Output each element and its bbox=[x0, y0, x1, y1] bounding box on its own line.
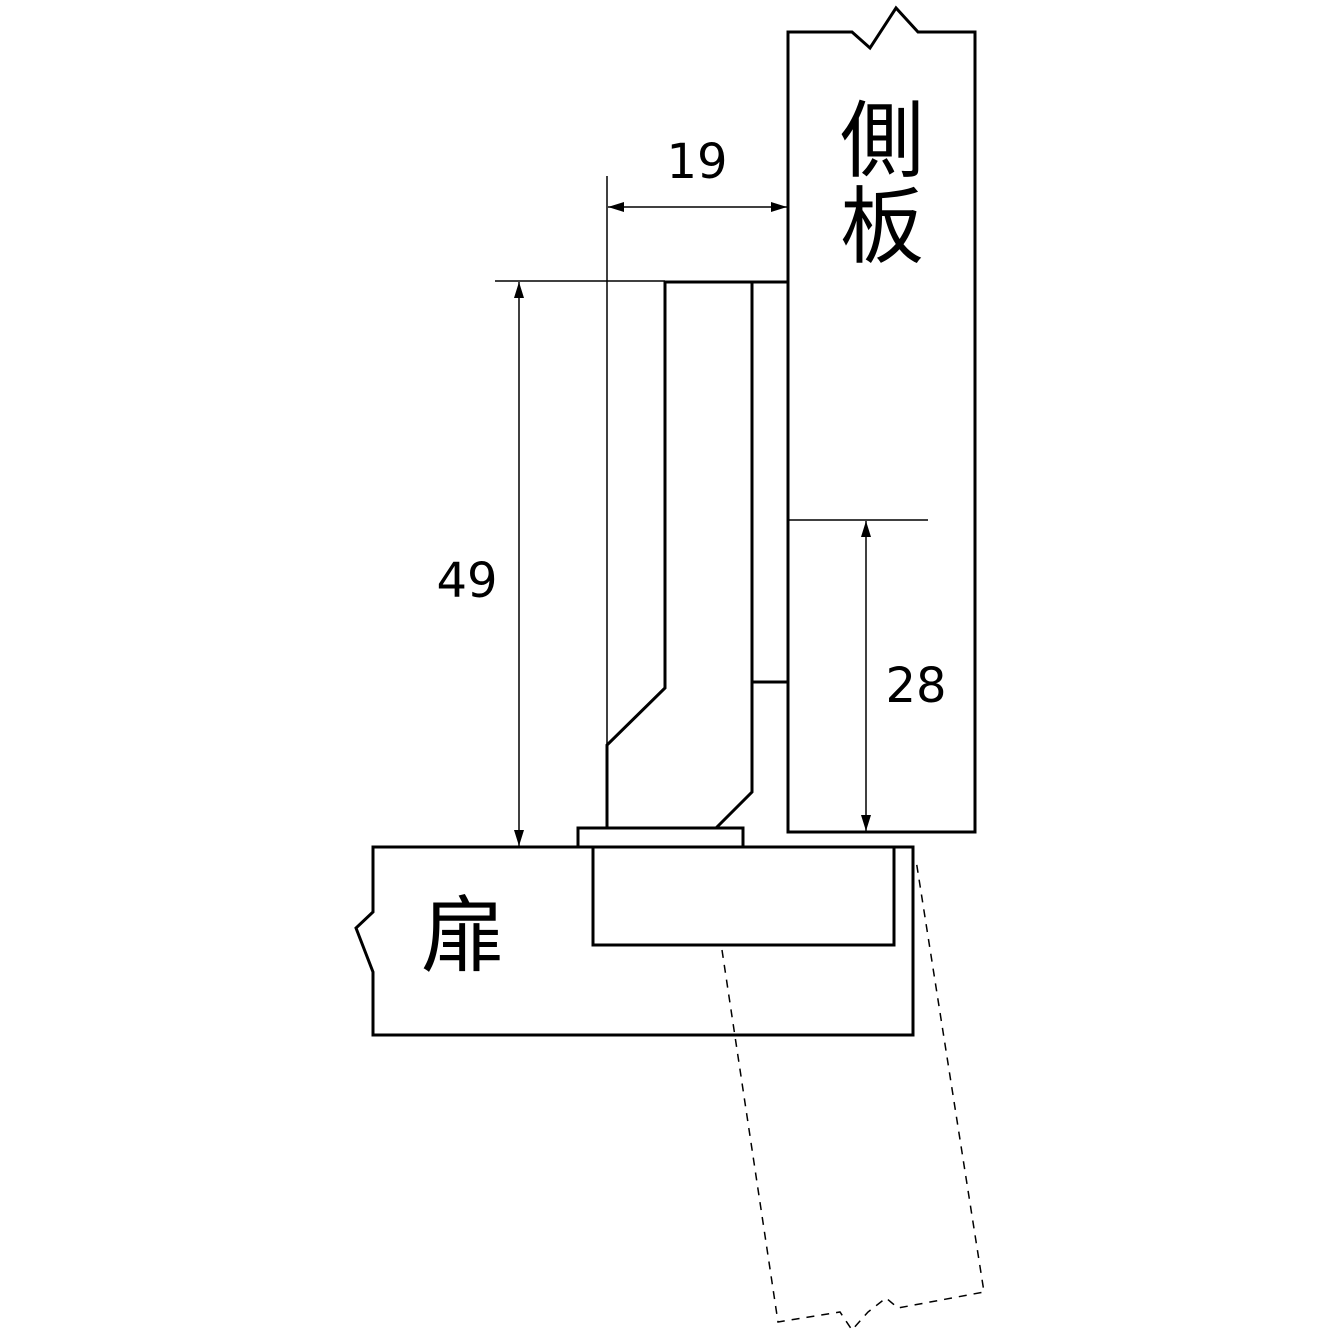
hinge-cup bbox=[591, 845, 896, 947]
dim-28-arrow-top bbox=[861, 521, 871, 537]
side-panel bbox=[786, 5, 977, 834]
dim-28-label: 28 bbox=[885, 658, 946, 714]
dim-49-arrow-top bbox=[514, 282, 524, 298]
door-label: 扉 bbox=[421, 887, 505, 985]
open-door-outline bbox=[721, 859, 985, 1332]
side-panel-label-2: 板 bbox=[840, 178, 924, 276]
door bbox=[354, 845, 915, 1037]
dim-19-label: 19 bbox=[666, 134, 727, 190]
dim-49-arrow-bottom bbox=[514, 830, 524, 846]
dim-19-arrow-left bbox=[608, 202, 624, 212]
cup-flange bbox=[576, 826, 745, 849]
dim-49-label: 49 bbox=[436, 553, 497, 609]
hinge-arm bbox=[605, 280, 754, 830]
dim-19-arrow-right bbox=[771, 202, 787, 212]
side-panel-label-1: 側 bbox=[840, 92, 924, 190]
dim-28-arrow-bottom bbox=[861, 815, 871, 831]
